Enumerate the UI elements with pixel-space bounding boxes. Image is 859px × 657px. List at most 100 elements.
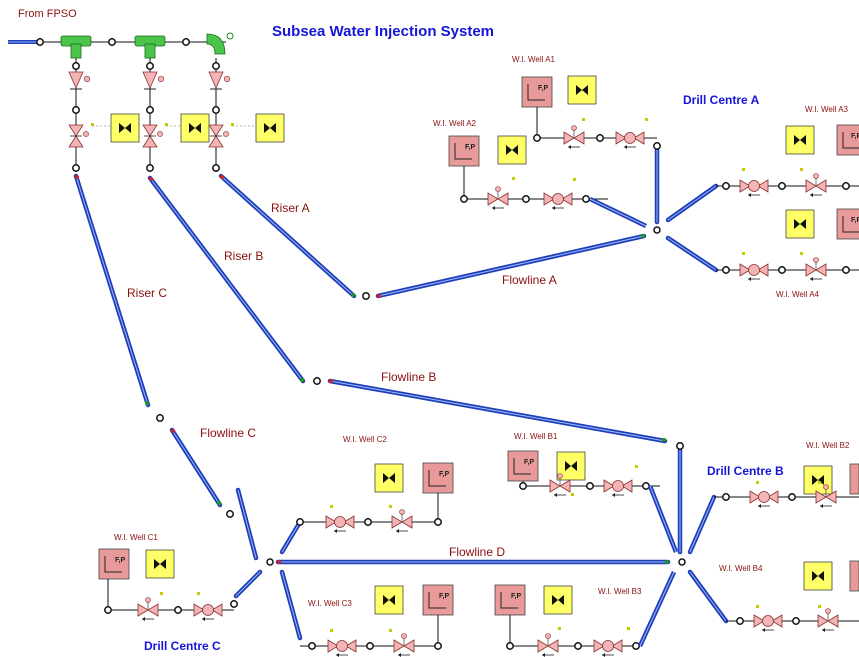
node[interactable] bbox=[722, 266, 730, 274]
node[interactable] bbox=[778, 266, 786, 274]
choke-controller[interactable] bbox=[543, 585, 573, 615]
node[interactable] bbox=[146, 62, 154, 70]
fp-sensor-icon[interactable] bbox=[494, 584, 526, 616]
choke-valve-icon[interactable] bbox=[391, 509, 413, 534]
node[interactable] bbox=[230, 600, 238, 608]
choke-controller[interactable] bbox=[785, 209, 815, 239]
flowline-b-node[interactable] bbox=[676, 442, 684, 450]
manifold-hub-c[interactable] bbox=[266, 558, 274, 566]
ball-valve-icon[interactable] bbox=[327, 639, 357, 657]
flowline-c-pipe[interactable] bbox=[169, 427, 259, 561]
tee-b-icon[interactable] bbox=[134, 35, 166, 59]
node[interactable] bbox=[632, 642, 640, 650]
choke-controller[interactable] bbox=[497, 135, 527, 165]
node[interactable] bbox=[842, 182, 850, 190]
fp-sensor-icon[interactable] bbox=[521, 76, 553, 108]
choke-controller[interactable] bbox=[803, 561, 833, 591]
controller-riser-b[interactable] bbox=[180, 113, 210, 143]
choke-valve-icon[interactable] bbox=[563, 125, 585, 150]
node[interactable] bbox=[788, 493, 796, 501]
fp-sensor-icon[interactable] bbox=[849, 560, 859, 592]
choke-valve-icon[interactable] bbox=[805, 173, 827, 198]
node[interactable] bbox=[792, 617, 800, 625]
node[interactable] bbox=[364, 518, 372, 526]
choke-controller[interactable] bbox=[374, 463, 404, 493]
choke-controller[interactable] bbox=[803, 465, 833, 495]
choke-controller[interactable] bbox=[374, 585, 404, 615]
manifold-node[interactable] bbox=[108, 38, 116, 46]
node[interactable] bbox=[586, 482, 594, 490]
check-valve-icon[interactable] bbox=[208, 71, 231, 90]
fp-sensor-icon[interactable] bbox=[849, 463, 859, 495]
node[interactable] bbox=[582, 195, 590, 203]
choke-valve-icon[interactable] bbox=[487, 186, 509, 211]
ball-valve-icon[interactable] bbox=[593, 639, 623, 657]
node[interactable] bbox=[366, 642, 374, 650]
bend-icon[interactable] bbox=[206, 32, 234, 55]
node[interactable] bbox=[460, 195, 468, 203]
node[interactable] bbox=[778, 182, 786, 190]
choke-controller[interactable] bbox=[785, 125, 815, 155]
node[interactable] bbox=[146, 164, 154, 172]
riser-a-flowline-a-node[interactable] bbox=[362, 292, 370, 300]
ball-valve-icon[interactable] bbox=[193, 603, 223, 622]
dc-a-spokes[interactable] bbox=[654, 147, 719, 273]
choke-valve-icon[interactable] bbox=[137, 597, 159, 622]
check-valve-icon[interactable] bbox=[68, 71, 91, 90]
node[interactable] bbox=[722, 493, 730, 501]
ball-valve-icon[interactable] bbox=[543, 192, 573, 211]
riser-a-pipe[interactable] bbox=[218, 173, 357, 299]
node[interactable] bbox=[722, 182, 730, 190]
node[interactable] bbox=[506, 642, 514, 650]
ball-valve-icon[interactable] bbox=[739, 263, 769, 282]
manifold-hub-a[interactable] bbox=[653, 226, 661, 234]
riser-b-pipe[interactable] bbox=[147, 175, 306, 384]
node[interactable] bbox=[146, 106, 154, 114]
fp-sensor-icon[interactable] bbox=[98, 548, 130, 580]
node[interactable] bbox=[736, 617, 744, 625]
tee-a-icon[interactable] bbox=[60, 35, 92, 59]
node[interactable] bbox=[434, 518, 442, 526]
node[interactable] bbox=[596, 134, 604, 142]
ball-valve-icon[interactable] bbox=[753, 614, 783, 633]
ball-valve-icon[interactable] bbox=[615, 131, 645, 150]
flowline-a-pipe[interactable] bbox=[375, 233, 647, 299]
ball-valve-icon[interactable] bbox=[603, 479, 633, 498]
flowline-b-pipe[interactable] bbox=[327, 378, 668, 444]
controller-riser-a[interactable] bbox=[255, 113, 285, 143]
check-valve-icon[interactable] bbox=[142, 71, 165, 90]
manifold-hub-b[interactable] bbox=[678, 558, 686, 566]
riser-c-pipe[interactable] bbox=[73, 173, 151, 408]
manifold-node[interactable] bbox=[36, 38, 44, 46]
ball-valve-icon[interactable] bbox=[739, 179, 769, 198]
riser-b-flowline-b-node[interactable] bbox=[313, 377, 321, 385]
node[interactable] bbox=[104, 606, 112, 614]
gate-valve-icon[interactable] bbox=[68, 124, 89, 148]
choke-valve-icon[interactable] bbox=[805, 257, 827, 282]
riser-c-flowline-c-node[interactable] bbox=[156, 414, 164, 422]
fp-sensor-icon[interactable] bbox=[836, 124, 859, 156]
node[interactable] bbox=[653, 142, 661, 150]
node[interactable] bbox=[522, 195, 530, 203]
dc-c-spokes[interactable] bbox=[233, 519, 303, 641]
node[interactable] bbox=[842, 266, 850, 274]
manifold-node[interactable] bbox=[182, 38, 190, 46]
choke-valve-icon[interactable] bbox=[817, 608, 839, 633]
node[interactable] bbox=[72, 106, 80, 114]
choke-valve-icon[interactable] bbox=[537, 633, 559, 657]
choke-valve-icon[interactable] bbox=[393, 633, 415, 657]
node[interactable] bbox=[574, 642, 582, 650]
fp-sensor-icon[interactable] bbox=[507, 450, 539, 482]
fp-sensor-icon[interactable] bbox=[422, 584, 454, 616]
gate-valve-icon[interactable] bbox=[142, 124, 164, 148]
node[interactable] bbox=[296, 518, 304, 526]
ball-valve-icon[interactable] bbox=[749, 490, 779, 509]
node[interactable] bbox=[174, 606, 182, 614]
flowline-c-node[interactable] bbox=[226, 510, 234, 518]
node[interactable] bbox=[72, 62, 80, 70]
fp-sensor-icon[interactable] bbox=[422, 462, 454, 494]
choke-controller[interactable] bbox=[145, 549, 175, 579]
node[interactable] bbox=[519, 482, 527, 490]
node[interactable] bbox=[308, 642, 316, 650]
fp-sensor-icon[interactable] bbox=[448, 135, 480, 167]
